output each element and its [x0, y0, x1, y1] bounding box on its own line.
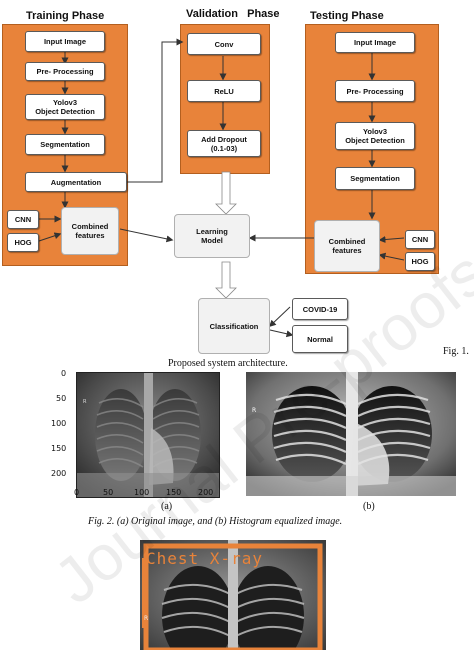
testing-preprocessing-box: Pre- Processing: [335, 80, 415, 102]
x-tick-50: 50: [103, 488, 114, 497]
svg-text:R: R: [83, 399, 87, 405]
testing-input-image-box: Input Image: [335, 32, 415, 53]
testing-segmentation-box: Segmentation: [335, 167, 415, 190]
training-hog-box: HOG: [7, 233, 39, 252]
fig2-panel-b: R: [246, 372, 456, 496]
training-segmentation-box: Segmentation: [25, 134, 105, 155]
fig3-panel: R Chest X-ray: [140, 540, 326, 650]
training-augmentation-box: Augmentation: [25, 172, 127, 192]
xray-original-image: R: [77, 373, 219, 497]
testing-yolov3-box: Yolov3 Object Detection: [335, 122, 415, 150]
architecture-diagram: Training Phase Validation Phase Testing …: [2, 8, 439, 354]
fig2-caption: Fig. 2. (a) Original image, and (b) Hist…: [88, 516, 343, 527]
svg-text:R: R: [252, 407, 256, 414]
testing-phase-title: Testing Phase: [310, 10, 384, 22]
validation-relu-box: ReLU: [187, 80, 261, 102]
testing-combined-features-box: Combined features: [314, 220, 380, 272]
training-cnn-box: CNN: [7, 210, 39, 229]
classification-box: Classification: [198, 298, 270, 354]
validation-dropout-box: Add Dropout (0.1-03): [187, 130, 261, 157]
y-tick-150: 150: [51, 444, 67, 453]
svg-text:R: R: [144, 615, 148, 622]
y-tick-200: 200: [51, 469, 67, 478]
y-tick-50: 50: [56, 394, 67, 403]
validation-conv-box: Conv: [187, 33, 261, 55]
fig1-caption: Proposed system architecture.: [168, 358, 288, 369]
fig2-label-b: (b): [363, 501, 375, 512]
x-tick-0: 0: [74, 488, 80, 497]
x-tick-100: 100: [134, 488, 150, 497]
fig1-label: Fig. 1.: [443, 346, 469, 357]
training-input-image-box: Input Image: [25, 31, 105, 52]
y-tick-0: 0: [61, 369, 67, 378]
validation-phase-title: Validation Phase: [186, 8, 280, 20]
x-tick-150: 150: [166, 488, 182, 497]
connector-arrows: [35, 38, 405, 338]
learning-model-box: Learning Model: [174, 214, 250, 258]
xray-detection-image: R: [140, 540, 326, 650]
x-tick-200: 200: [198, 488, 214, 497]
training-phase-title: Training Phase: [26, 10, 105, 22]
training-preprocessing-box: Pre- Processing: [25, 62, 105, 81]
training-yolov3-box: Yolov3 Object Detection: [25, 94, 105, 120]
covid-output-box: COVID-19: [292, 298, 348, 320]
training-combined-features-box: Combined features: [61, 207, 119, 255]
testing-cnn-box: CNN: [405, 230, 435, 249]
fig2-panel-a: R: [76, 372, 220, 498]
y-tick-100: 100: [51, 419, 67, 428]
fig2-label-a: (a): [161, 501, 173, 512]
normal-output-box: Normal: [292, 325, 348, 353]
testing-hog-box: HOG: [405, 252, 435, 271]
xray-equalized-image: R: [246, 372, 456, 496]
fig3-overlay-text: Chest X-ray: [146, 549, 263, 568]
